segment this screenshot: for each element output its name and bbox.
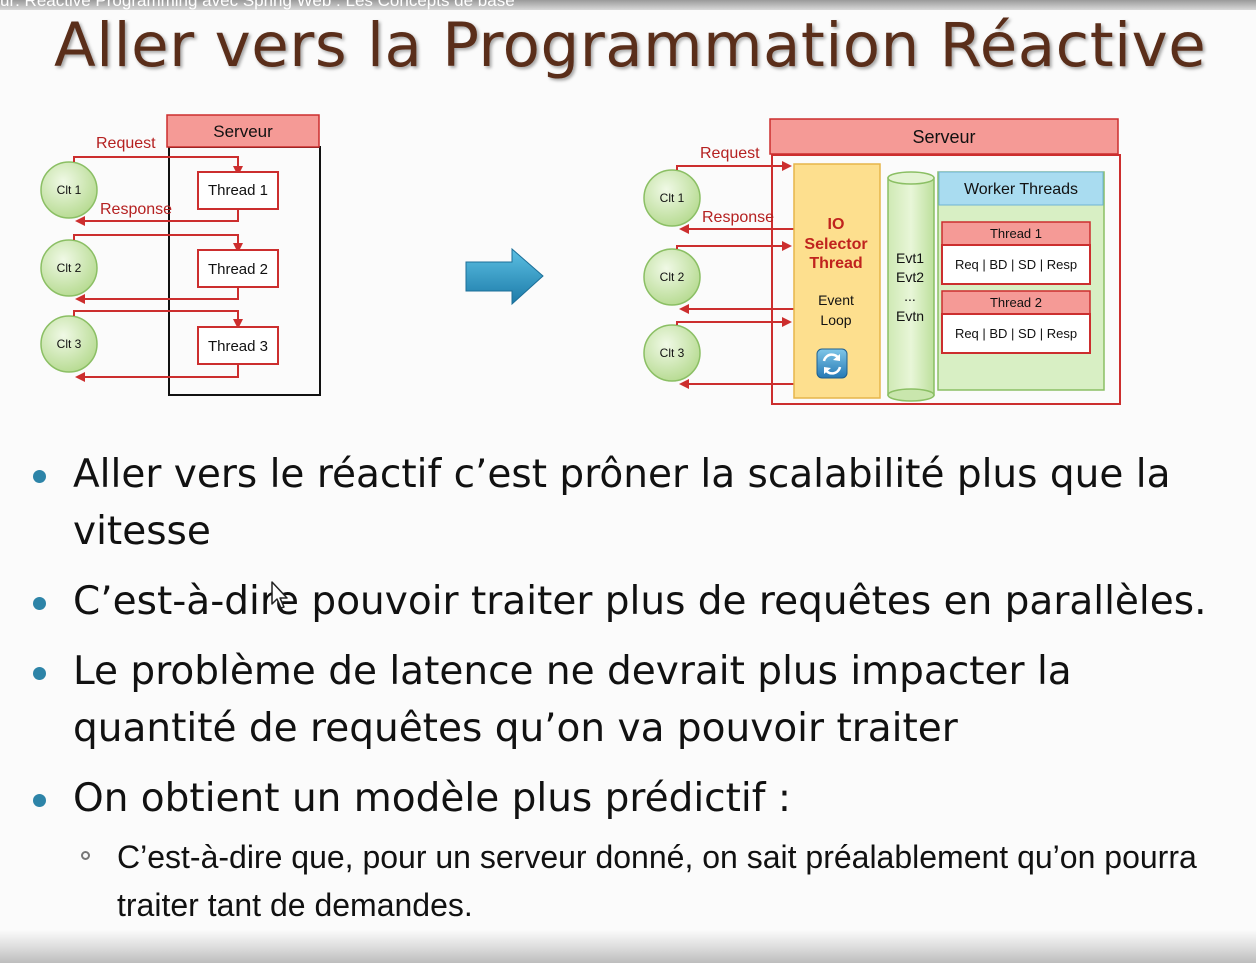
bullet-list: Aller vers le réactif c’est prôner la sc… <box>28 446 1243 929</box>
right-request-arrow-1 <box>676 161 792 171</box>
left-response-arrow-1 <box>75 210 239 226</box>
right-request-label: Request <box>700 145 760 162</box>
bullet-dot <box>33 470 46 483</box>
left-thread-2 <box>197 249 279 288</box>
left-server-header <box>166 114 320 148</box>
transition-arrow-icon <box>465 247 544 306</box>
bullet-dot <box>33 794 46 807</box>
worker-thread-2-tasks: Req | BD | SD | Resp <box>955 326 1077 341</box>
right-request-arrow-2 <box>676 241 792 251</box>
right-request-arrow-3 <box>676 317 792 327</box>
event-queue-item-2: Evt2 <box>896 269 924 285</box>
left-diagram: Serveur Request Response Clt 1 Thread 1 … <box>40 114 321 396</box>
bullet-item-2: C’est-à-dire pouvoir traiter plus de req… <box>28 573 1243 630</box>
left-thread-1 <box>197 171 279 210</box>
bullet-text-1: Aller vers le réactif c’est prôner la sc… <box>73 452 1171 554</box>
worker-thread-1-tasks: Req | BD | SD | Resp <box>955 257 1077 272</box>
event-queue <box>887 171 935 402</box>
left-client-2 <box>40 239 98 297</box>
left-request-arrow-3 <box>73 310 243 329</box>
sub-bullet-ring <box>81 851 90 860</box>
bullet-dot <box>33 597 46 610</box>
left-request-arrow-2 <box>73 234 243 253</box>
right-server-label: Serveur <box>912 127 975 147</box>
worker-thread-2-label: Thread 2 <box>990 295 1042 310</box>
left-request-arrow-1 <box>73 156 243 176</box>
right-server-header <box>769 118 1119 155</box>
worker-threads-label: Worker Threads <box>964 181 1078 198</box>
right-diagram: Serveur Request Response Clt 1 Clt 2 Clt… <box>643 118 1121 405</box>
right-client-3 <box>643 324 701 382</box>
mouse-cursor-icon <box>271 581 288 609</box>
left-response-arrow-2 <box>75 288 239 304</box>
right-client-1-label: Clt 1 <box>660 191 685 205</box>
left-thread-3-label: Thread 3 <box>208 338 268 355</box>
right-client-3-label: Clt 3 <box>660 346 685 360</box>
io-selector-line3: Thread <box>809 255 862 272</box>
right-server-box <box>771 154 1121 405</box>
io-selector-line2: Selector <box>804 236 867 253</box>
left-thread-3 <box>197 326 279 365</box>
io-selector-line1: IO <box>828 216 845 233</box>
worker-threads-header <box>938 171 1104 206</box>
event-queue-item-3: ... <box>904 288 916 304</box>
bullet-item-3: Le problème de latence ne devrait plus i… <box>28 643 1243 757</box>
right-client-2 <box>643 248 701 306</box>
event-loop-line1: Event <box>818 292 854 308</box>
bullet-text-4: On obtient un modèle plus prédictif : <box>73 776 791 821</box>
worker-thread-1-tasks-box <box>941 244 1091 285</box>
sub-bullet-item-1: C’est-à-dire que, pour un serveur donné,… <box>28 833 1243 929</box>
left-client-1-label: Clt 1 <box>57 183 82 197</box>
window-caption: ur: Reactive Programming avec Spring Web… <box>0 0 515 10</box>
left-client-3-label: Clt 3 <box>57 337 82 351</box>
worker-thread-2-tasks-box <box>941 313 1091 354</box>
bottom-shadow-bar <box>0 930 1256 963</box>
sync-icon <box>816 348 848 379</box>
event-queue-item-4: Evtn <box>896 308 924 324</box>
left-thread-2-label: Thread 2 <box>208 261 268 278</box>
event-queue-item-1: Evt1 <box>896 250 924 266</box>
left-client-2-label: Clt 2 <box>57 261 82 275</box>
sub-bullet-text-1: C’est-à-dire que, pour un serveur donné,… <box>117 839 1197 923</box>
left-response-arrow-3 <box>75 364 239 382</box>
worker-thread-1-label: Thread 1 <box>990 226 1042 241</box>
architecture-diagram: Serveur Request Response Clt 1 Thread 1 … <box>40 114 1121 405</box>
bullet-text-3: Le problème de latence ne devrait plus i… <box>73 649 1072 751</box>
left-client-3 <box>40 315 98 373</box>
event-loop-line2: Loop <box>820 312 851 328</box>
window-title-bar: ur: Reactive Programming avec Spring Web… <box>0 0 1256 10</box>
slide-title: Aller vers la Programmation Réactive <box>54 10 1207 81</box>
right-client-1 <box>643 169 701 227</box>
right-client-2-label: Clt 2 <box>660 270 685 284</box>
bullet-item-4: On obtient un modèle plus prédictif : <box>28 770 1243 827</box>
left-request-label: Request <box>96 135 156 152</box>
bullet-dot <box>33 667 46 680</box>
left-client-1 <box>40 161 98 219</box>
bullet-item-1: Aller vers le réactif c’est prôner la sc… <box>28 446 1243 560</box>
bullet-text-2: C’est-à-dire pouvoir traiter plus de req… <box>73 579 1207 624</box>
left-response-label: Response <box>100 201 172 218</box>
left-thread-1-label: Thread 1 <box>208 182 268 199</box>
left-server-label: Serveur <box>213 122 273 141</box>
right-response-label: Response <box>702 209 774 226</box>
